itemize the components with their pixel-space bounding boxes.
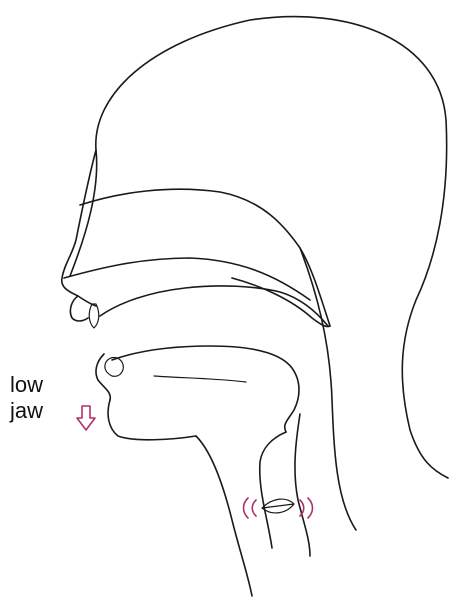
tongue-groove (154, 376, 246, 382)
upper-teeth (89, 304, 99, 328)
larynx-back (295, 414, 310, 556)
lower-teeth (105, 358, 123, 377)
nasal-floor (64, 258, 310, 300)
label-jaw: jaw (10, 400, 43, 422)
soft-palate (232, 278, 330, 327)
jaw-line (108, 400, 196, 440)
head-outline (70, 17, 448, 478)
hard-palate (100, 286, 328, 326)
tongue-surface (112, 346, 299, 432)
down-arrow-icon (76, 404, 96, 432)
vibration-waves-icon (238, 488, 318, 528)
face-profile (62, 150, 96, 321)
label-low: low (10, 374, 43, 396)
lower-lip (96, 354, 110, 400)
